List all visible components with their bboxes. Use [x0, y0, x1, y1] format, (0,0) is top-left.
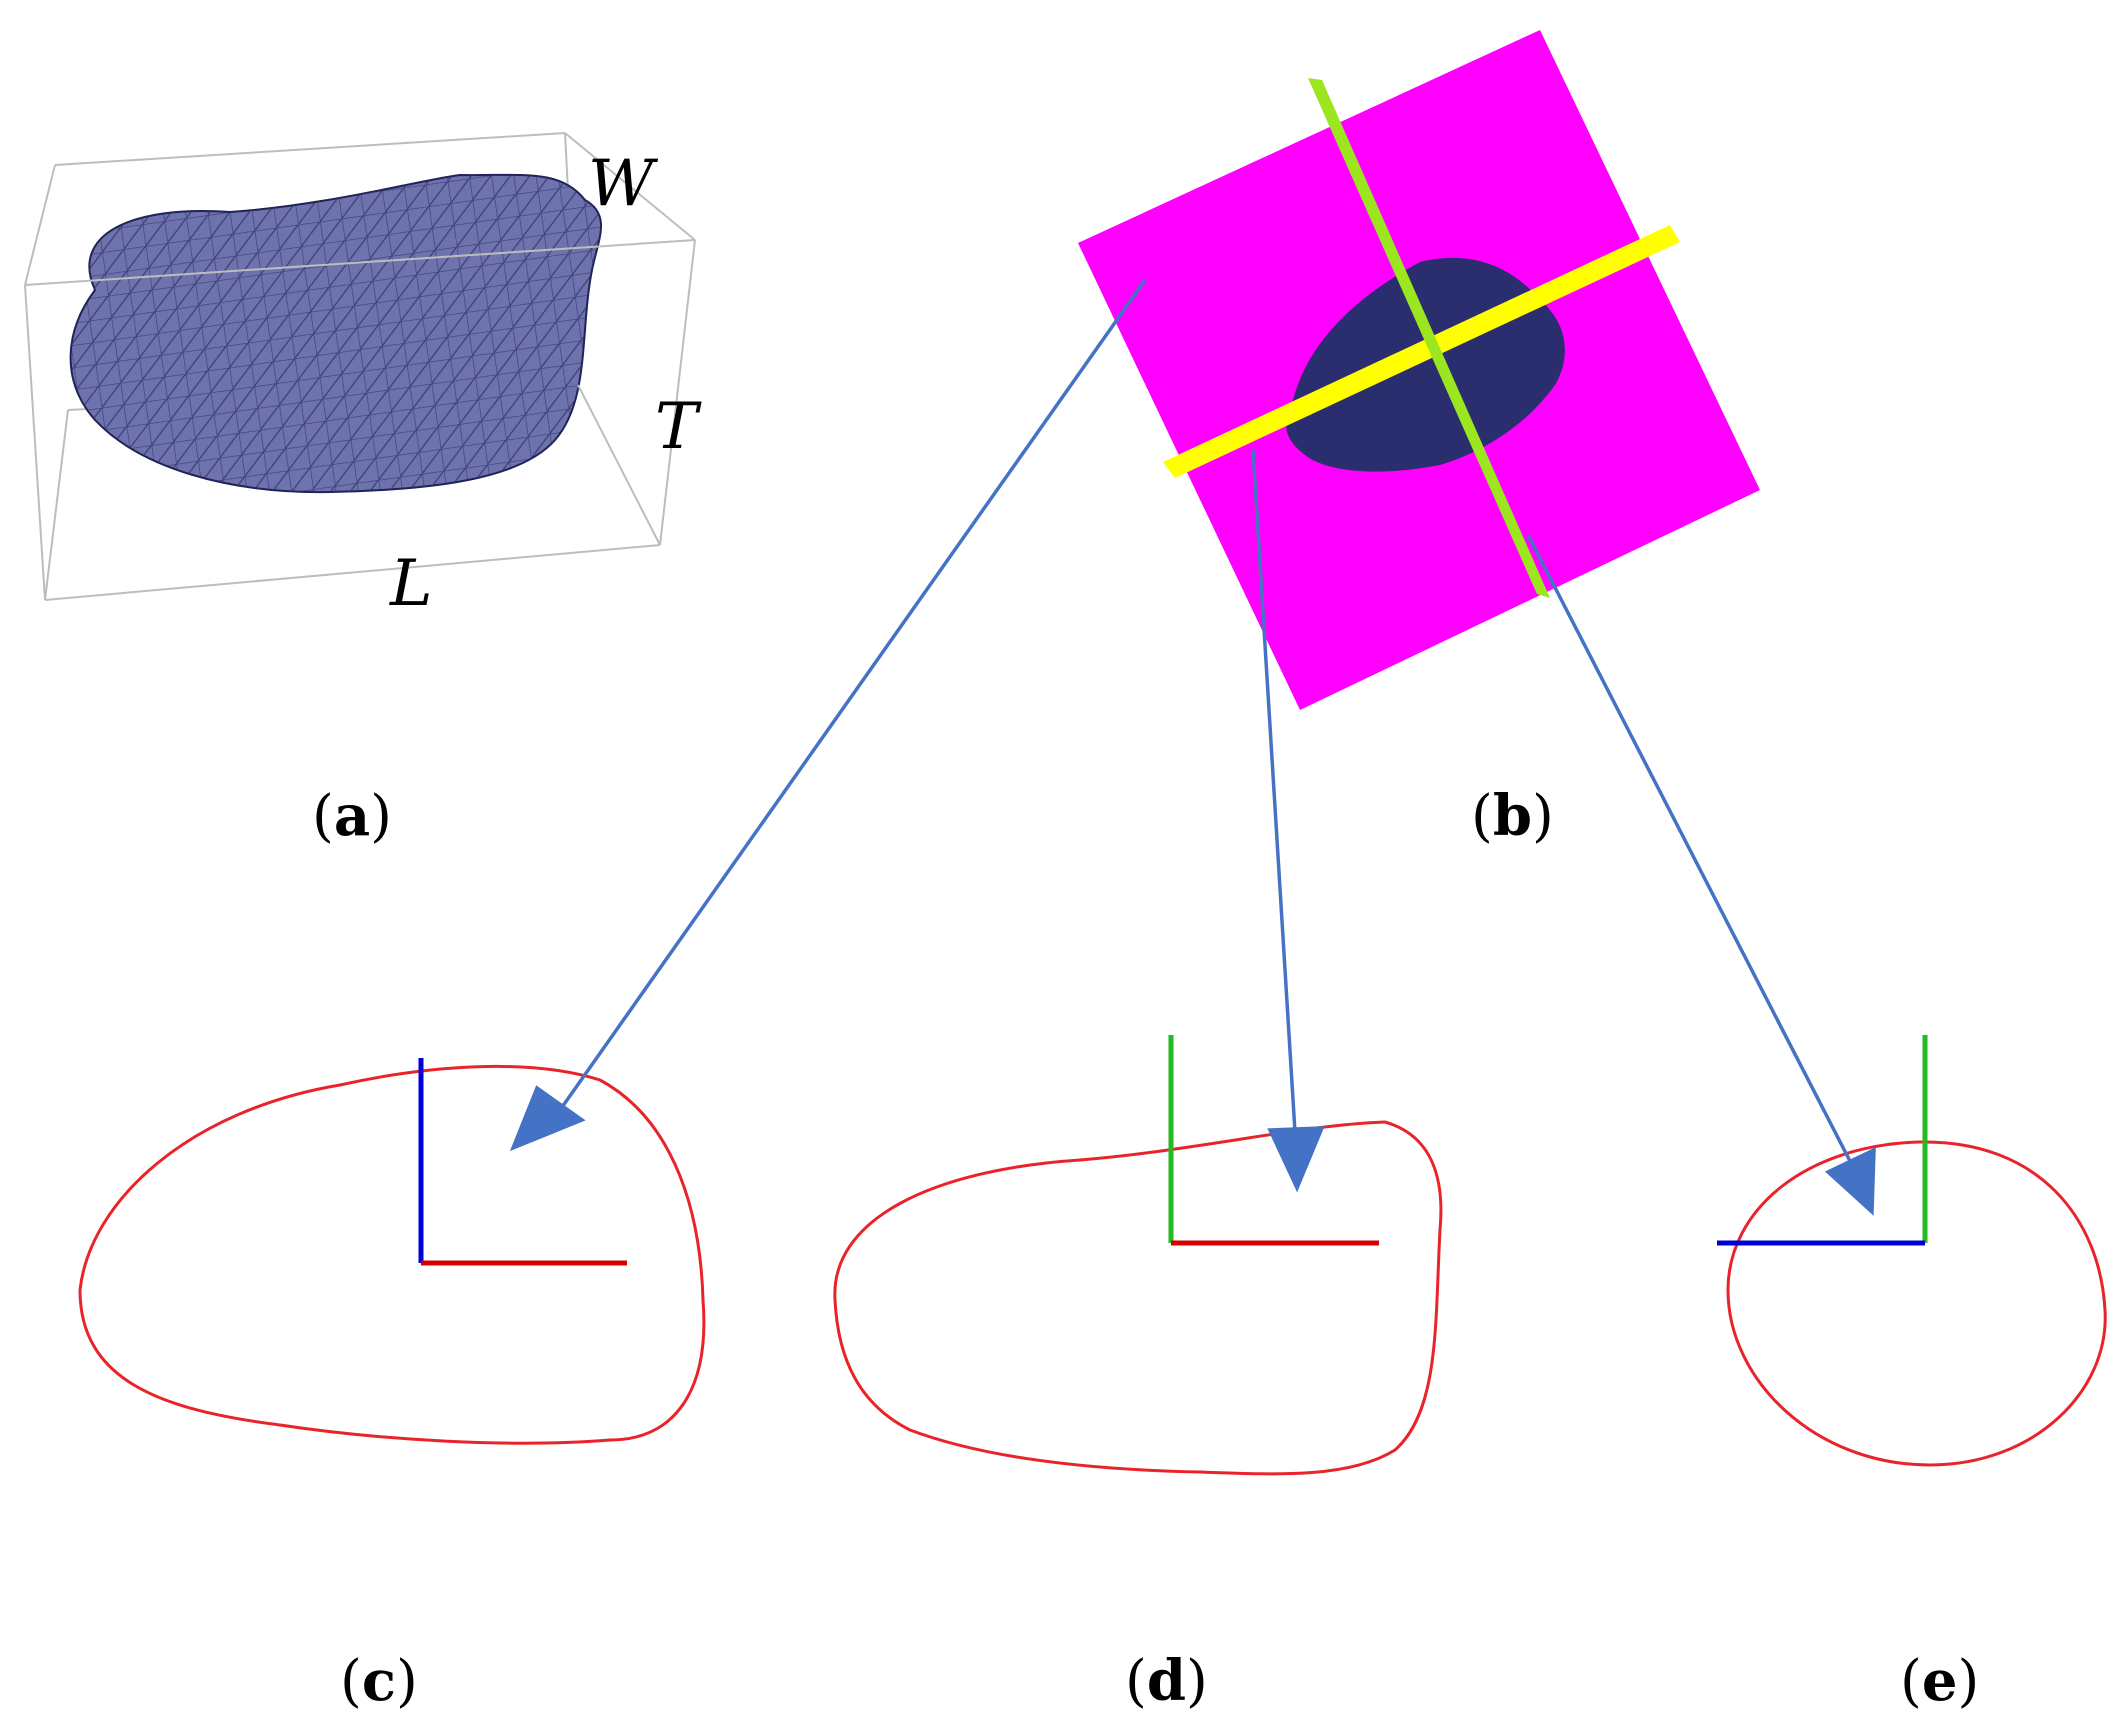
label-panel-c: (c) [340, 1648, 418, 1714]
arrow-to-e [1526, 534, 1876, 1216]
label-panel-b: (b) [1471, 783, 1554, 849]
label-panel-e: (e) [1900, 1648, 1979, 1714]
panel-d-contour [833, 1035, 1443, 1476]
panel-c-contour [78, 1058, 706, 1445]
dim-label-t: T [655, 390, 702, 464]
panel-e-contour [1717, 1035, 2107, 1467]
panel-b-section-planes [1078, 30, 1760, 710]
label-panel-a: (a) [312, 783, 392, 849]
section-arrows [509, 278, 1876, 1216]
seed-mesh [70, 174, 602, 493]
contour-e [1726, 1140, 2107, 1467]
yellow-plane [1163, 225, 1680, 478]
dim-label-l: L [389, 547, 433, 621]
green-plane [1308, 78, 1550, 598]
contour-c [78, 1064, 706, 1445]
arrow-to-d [1251, 449, 1325, 1193]
arrow-to-c [509, 278, 1147, 1152]
dim-label-w: W [588, 147, 659, 221]
panel-a-seed-model: W T L [24, 132, 702, 621]
label-panel-d: (d) [1125, 1648, 1208, 1714]
bounding-box-front [24, 132, 696, 601]
contour-d [833, 1120, 1443, 1476]
